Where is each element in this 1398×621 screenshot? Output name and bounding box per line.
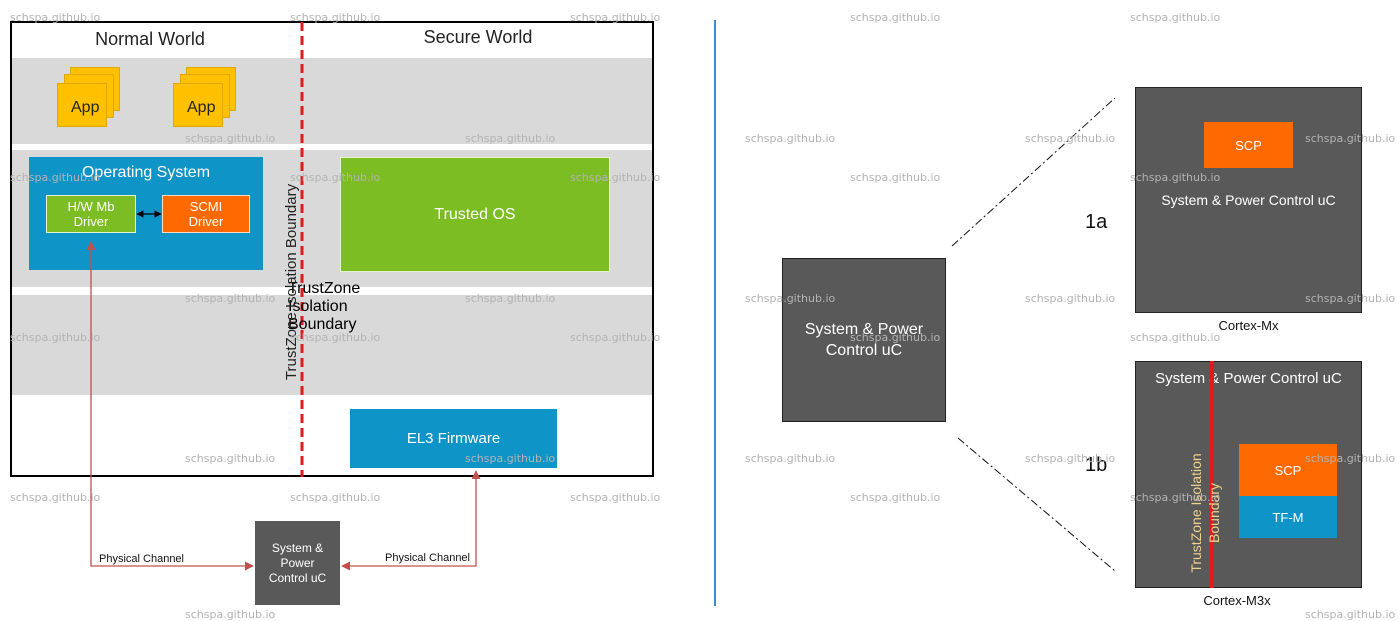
- watermark: schspa.github.io: [1305, 292, 1396, 305]
- el3-firmware-label: EL3 Firmware: [406, 430, 501, 447]
- physical-channel-left: [86, 241, 254, 571]
- physical-channel-right: [341, 470, 481, 571]
- physical-channel-label-left: Physical Channel: [99, 553, 184, 565]
- watermark: schspa.github.io: [1130, 491, 1221, 504]
- app-label: App: [187, 99, 216, 116]
- scp-1b-box: SCP: [1239, 444, 1337, 496]
- watermark: schspa.github.io: [850, 331, 941, 344]
- secure-world-label: Secure World: [423, 27, 533, 47]
- scmi-driver-line-2: Driver: [188, 214, 224, 229]
- watermark: schspa.github.io: [185, 452, 276, 465]
- scp-1a-label: SCP: [1235, 137, 1262, 153]
- watermark: schspa.github.io: [850, 171, 941, 184]
- scp-box: System & Power Control uC: [255, 521, 340, 605]
- tfm-label: TF-M: [1272, 509, 1304, 525]
- panel-divider: [714, 20, 716, 606]
- hw-mb-driver-box: H/W Mb Driver: [46, 195, 136, 233]
- cortex-mx-title: System & Power Control uC: [1161, 192, 1336, 208]
- el3-firmware-box: EL3 Firmware: [350, 409, 557, 468]
- scp-line-1: System &: [271, 540, 324, 555]
- app-label: App: [71, 99, 100, 116]
- watermark: schspa.github.io: [1130, 11, 1221, 24]
- scmi-driver-line-1: SCMI: [189, 199, 223, 214]
- scp-1a-box: SCP: [1204, 122, 1293, 168]
- watermark: schspa.github.io: [1130, 331, 1221, 344]
- watermark: schspa.github.io: [850, 491, 941, 504]
- cortex-m3x-title: System & Power Control uC: [1155, 370, 1342, 387]
- watermark: schspa.github.io: [1305, 608, 1396, 621]
- watermark: schspa.github.io: [10, 11, 101, 24]
- cortex-m3x-boundary-line: [1210, 361, 1214, 588]
- watermark: schspa.github.io: [1305, 452, 1396, 465]
- scp-line-2: Power: [280, 555, 315, 570]
- left-connectors: [86, 22, 481, 571]
- watermark: schspa.github.io: [290, 491, 381, 504]
- hw-mb-driver-line-1: H/W Mb: [67, 199, 115, 214]
- watermark: schspa.github.io: [1025, 132, 1116, 145]
- watermark: schspa.github.io: [290, 331, 381, 344]
- watermark: schspa.github.io: [1130, 171, 1221, 184]
- boundary-line-2: Boundary: [1206, 483, 1222, 543]
- scp-1b-label: SCP: [1274, 462, 1302, 478]
- watermark: schspa.github.io: [570, 331, 661, 344]
- center-scp-line-2: Control uC: [825, 342, 903, 359]
- watermark: schspa.github.io: [10, 491, 101, 504]
- physical-channel-label-right: Physical Channel: [385, 552, 470, 564]
- center-scp-box: System & Power Control uC: [782, 258, 946, 422]
- scp-line-3: Control uC: [268, 570, 327, 585]
- watermark: schspa.github.io: [290, 171, 381, 184]
- scmi-driver-box: SCMI Driver: [162, 195, 250, 233]
- cortex-m3x-boundary-label: TrustZone Isolation Boundary: [1187, 448, 1227, 578]
- boundary-line-1: TrustZone Isolation: [1188, 453, 1204, 573]
- trusted-os-label: Trusted OS: [434, 205, 516, 223]
- watermark: schspa.github.io: [465, 452, 556, 465]
- watermark: schspa.github.io: [570, 171, 661, 184]
- watermark: schspa.github.io: [745, 132, 836, 145]
- watermark: schspa.github.io: [465, 292, 556, 305]
- watermark: schspa.github.io: [185, 132, 276, 145]
- watermark: schspa.github.io: [290, 11, 381, 24]
- operating-system-label: Operating System: [81, 164, 211, 181]
- watermark: schspa.github.io: [1025, 292, 1116, 305]
- tfm-box: TF-M: [1239, 496, 1337, 538]
- label-1b: 1b: [1085, 454, 1108, 476]
- center-scp-line-1: System & Power: [804, 321, 924, 338]
- cortex-mx-caption: Cortex-Mx: [1218, 318, 1279, 333]
- watermark: schspa.github.io: [10, 331, 101, 344]
- hw-mb-driver-line-2: Driver: [73, 214, 109, 229]
- watermark: schspa.github.io: [745, 452, 836, 465]
- watermark: schspa.github.io: [570, 11, 661, 24]
- watermark: schspa.github.io: [850, 11, 941, 24]
- watermark: schspa.github.io: [185, 608, 276, 621]
- watermark: schspa.github.io: [10, 171, 101, 184]
- watermark: schspa.github.io: [465, 132, 556, 145]
- watermark: schspa.github.io: [745, 292, 836, 305]
- watermark: schspa.github.io: [1305, 132, 1396, 145]
- watermark: schspa.github.io: [185, 292, 276, 305]
- watermark: schspa.github.io: [570, 491, 661, 504]
- normal-world-label: Normal World: [95, 29, 205, 49]
- cortex-m3x-caption: Cortex-M3x: [1203, 593, 1271, 608]
- watermark: schspa.github.io: [1025, 452, 1116, 465]
- trusted-os-box: Trusted OS: [340, 157, 610, 272]
- label-1a: 1a: [1085, 211, 1108, 233]
